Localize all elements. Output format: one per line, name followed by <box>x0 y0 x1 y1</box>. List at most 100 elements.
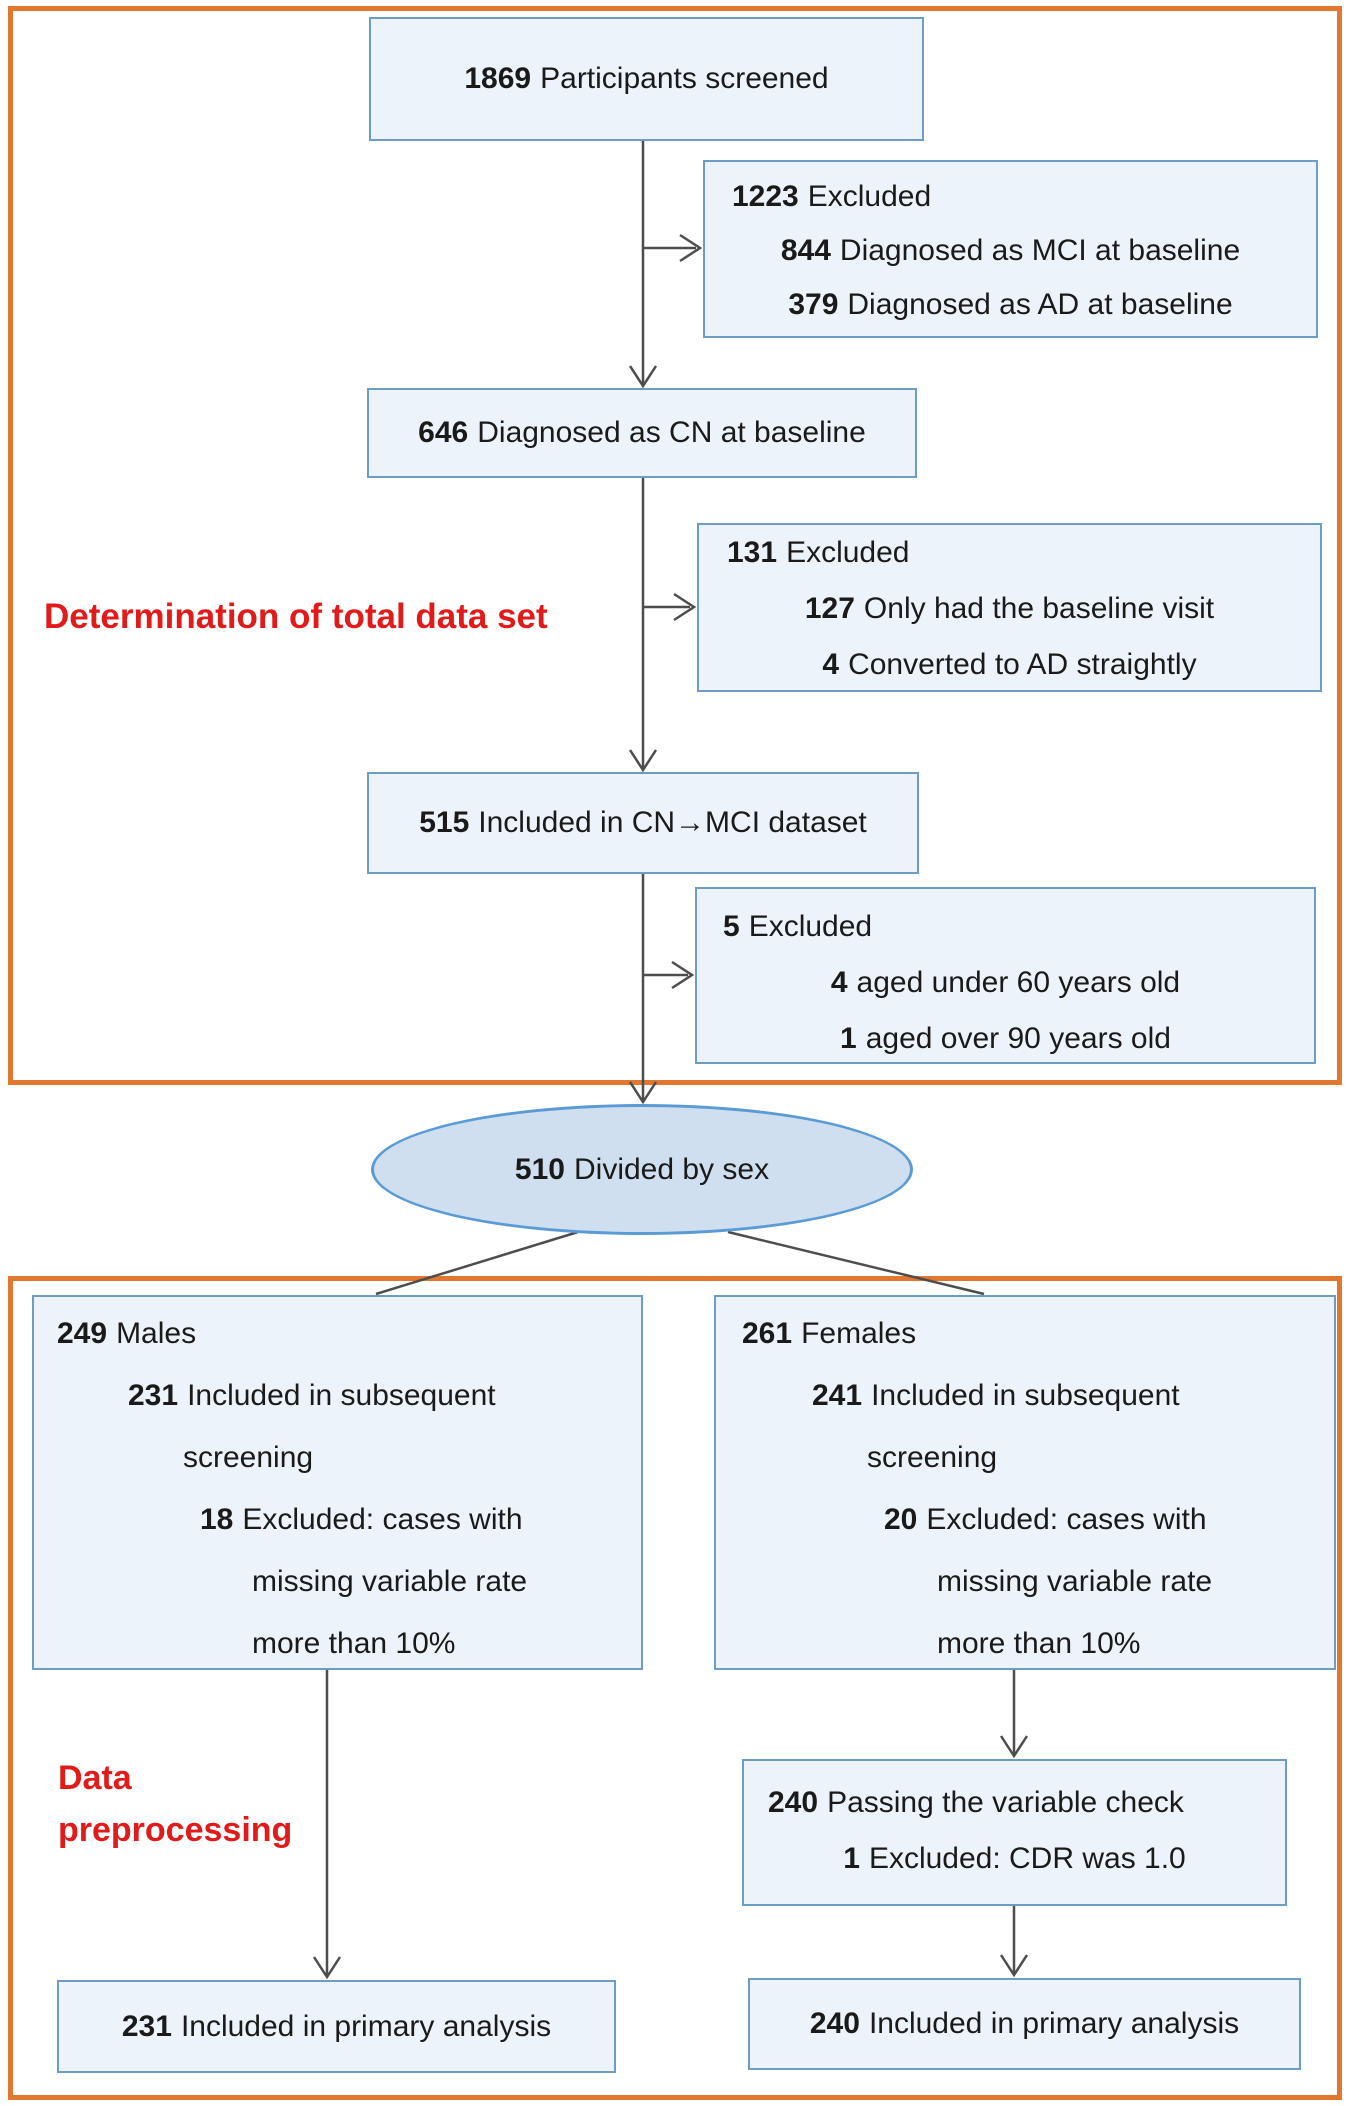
label: missing variable rate <box>937 1565 1213 1598</box>
arrowhead-right-icon <box>671 960 695 990</box>
label: screening <box>183 1441 314 1474</box>
label: Diagnosed as MCI at baseline <box>839 234 1241 267</box>
count: 261 <box>742 1317 793 1350</box>
label: Passing the variable check <box>827 1786 1184 1819</box>
preprocessing-heading: Data preprocessing <box>58 1752 292 1856</box>
label: Included in subsequent <box>187 1379 496 1412</box>
arrowhead-down-icon <box>999 1954 1029 1978</box>
box-line: missing variable rate <box>716 1551 1334 1613</box>
arrowhead-right-icon <box>679 233 703 263</box>
label: Converted to AD straightly <box>848 648 1197 681</box>
count: 131 <box>727 536 778 569</box>
box-line: screening <box>716 1427 1334 1489</box>
label: Included in primary analysis <box>868 2007 1240 2040</box>
count: 379 <box>788 288 839 321</box>
count: 515 <box>419 806 470 839</box>
preprocessing-heading-line1: Data <box>58 1759 132 1797</box>
count: 4 <box>830 966 848 999</box>
label: Only had the baseline visit <box>863 592 1215 625</box>
label: Included in subsequent <box>871 1379 1180 1412</box>
count: 5 <box>723 910 740 943</box>
label: more than 10% <box>937 1627 1141 1660</box>
label: aged over 90 years old <box>865 1022 1171 1055</box>
count: 231 <box>121 2009 172 2043</box>
count: 127 <box>804 592 855 625</box>
label: Divided by sex <box>573 1152 770 1186</box>
determination-heading: Determination of total data set <box>44 597 548 636</box>
label: screening <box>867 1441 998 1474</box>
arrowhead-down-icon <box>628 1081 658 1105</box>
count: 231 <box>128 1379 179 1412</box>
label: Diagnosed as AD at baseline <box>847 288 1233 321</box>
count: 18 <box>200 1503 234 1536</box>
label: Excluded <box>748 910 873 943</box>
box-line: screening <box>34 1427 641 1489</box>
count: 1223 <box>732 180 799 213</box>
arrowhead-down-icon <box>999 1735 1029 1759</box>
label: Diagnosed as CN at baseline <box>477 416 866 449</box>
count: 1 <box>843 1842 860 1875</box>
count: 249 <box>57 1317 108 1350</box>
count: 646 <box>418 416 469 449</box>
connector-ellipse-to-males <box>375 1230 579 1296</box>
preprocessing-heading-line2: preprocessing <box>58 1811 293 1849</box>
arrowhead-right-icon <box>673 592 697 622</box>
determination-section-frame <box>8 6 1342 1085</box>
label: more than 10% <box>252 1627 456 1660</box>
box-line: more than 10% <box>34 1613 641 1675</box>
arrowhead-down-icon <box>628 749 658 773</box>
label: Excluded: cases with <box>242 1503 523 1536</box>
label: Excluded <box>807 180 932 213</box>
label: Excluded <box>786 536 910 569</box>
label: Females <box>801 1317 917 1350</box>
count: 20 <box>884 1503 918 1536</box>
count: 240 <box>768 1786 819 1819</box>
box-line: more than 10% <box>716 1613 1334 1675</box>
label: Excluded: cases with <box>926 1503 1207 1536</box>
count: 844 <box>780 234 831 267</box>
connector-ellipse-to-females <box>727 1230 985 1296</box>
arrowhead-down-icon <box>312 1956 342 1980</box>
count: 240 <box>809 2007 860 2040</box>
label: Excluded: CDR was 1.0 <box>868 1842 1186 1875</box>
label: aged under 60 years old <box>856 966 1181 999</box>
label: Males <box>116 1317 197 1350</box>
count: 1869 <box>464 62 532 95</box>
label: Participants screened <box>540 62 829 95</box>
arrowhead-down-icon <box>628 365 658 389</box>
preprocessing-section-frame <box>8 1276 1342 2100</box>
label: missing variable rate <box>252 1565 528 1598</box>
count: 1 <box>840 1022 857 1055</box>
count: 4 <box>822 648 840 681</box>
label: Included in CN→MCI dataset <box>478 806 867 839</box>
count: 510 <box>514 1152 565 1186</box>
